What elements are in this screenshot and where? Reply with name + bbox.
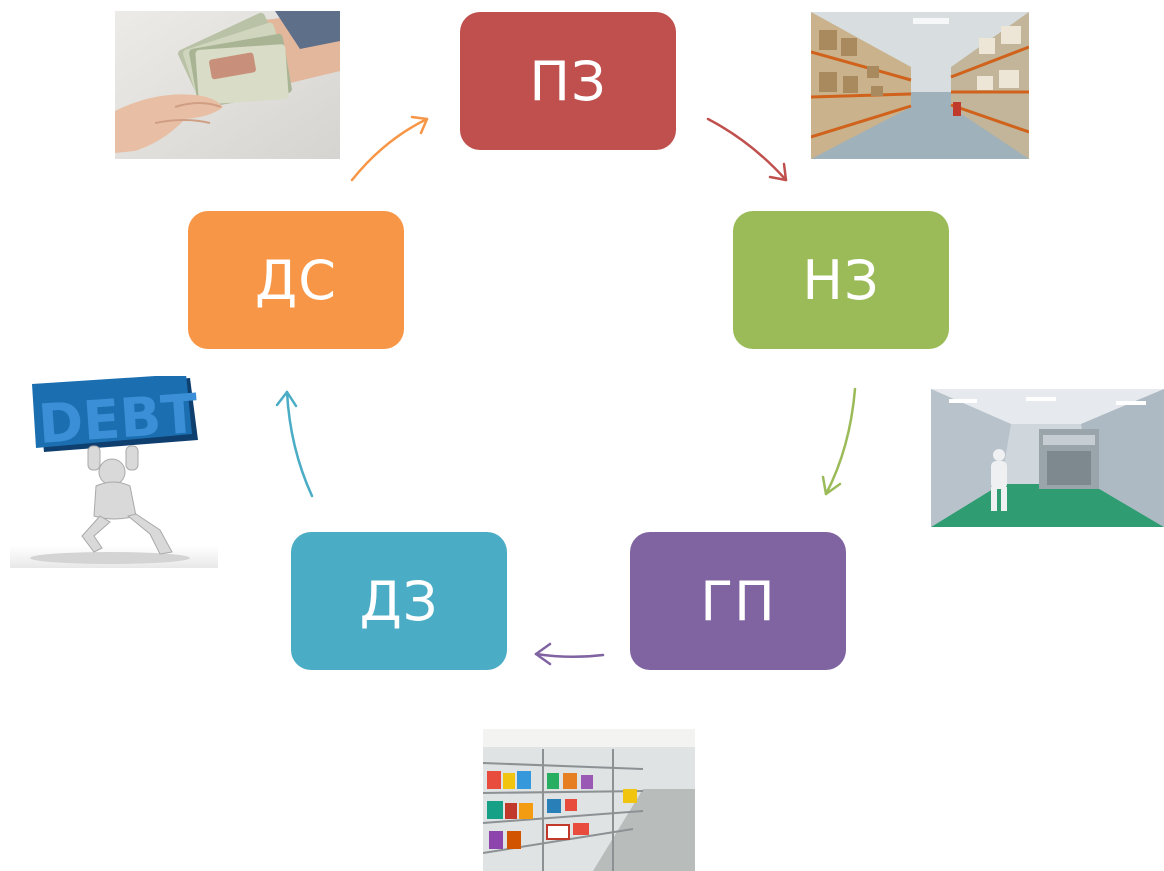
node-nz: НЗ <box>733 211 949 349</box>
debt-text: DEBT <box>36 382 200 456</box>
node-pz: ПЗ <box>460 12 676 150</box>
node-dz-label: ДЗ <box>359 569 439 633</box>
node-dz: ДЗ <box>291 532 507 670</box>
pharmacy-shelves-photo <box>483 729 695 871</box>
warehouse-shelves-photo <box>811 12 1029 159</box>
node-ds-label: ДС <box>255 248 337 312</box>
debt-figure-illustration: DEBT <box>10 376 218 568</box>
arrow-pz-to-nz <box>706 117 788 182</box>
node-ds: ДС <box>188 211 404 349</box>
money-handover-photo <box>115 11 340 159</box>
node-nz-label: НЗ <box>802 248 880 312</box>
arrow-dz-to-ds <box>275 390 314 498</box>
node-gp-label: ГП <box>700 569 776 633</box>
node-pz-label: ПЗ <box>529 49 607 113</box>
arrow-ds-to-pz <box>350 115 429 182</box>
arrow-nz-to-gp <box>821 387 857 496</box>
cleanroom-production-photo <box>931 389 1164 527</box>
node-gp: ГП <box>630 532 846 670</box>
arrow-gp-to-dz <box>534 642 605 666</box>
